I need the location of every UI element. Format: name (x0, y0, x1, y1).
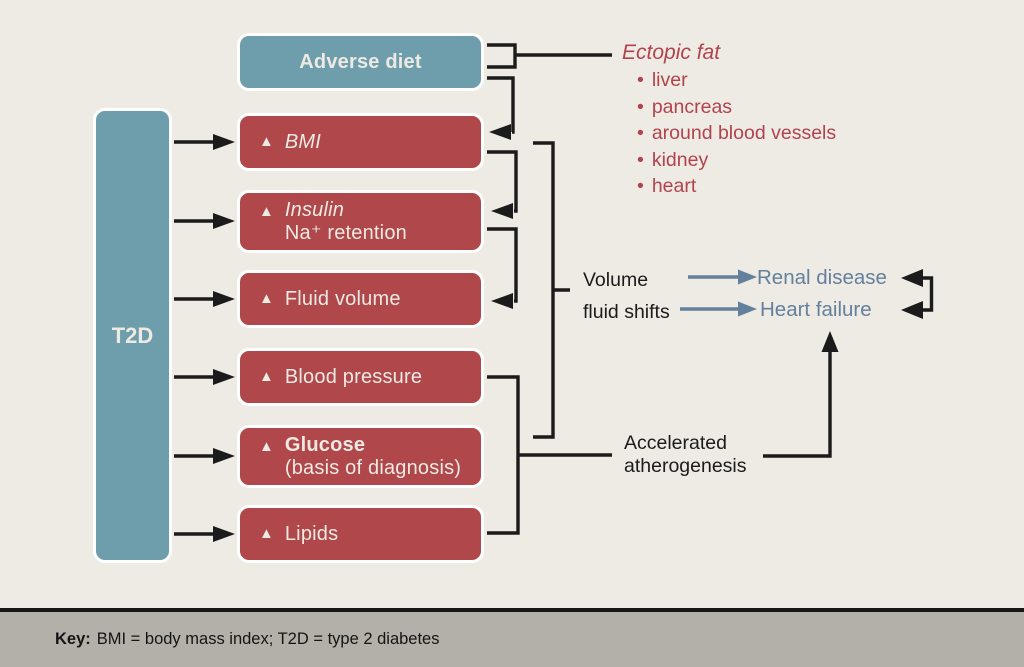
feedback-renal-arrowhead (901, 269, 923, 287)
lipids-label: Lipids (284, 522, 339, 545)
atherogenesis-bracket (487, 375, 612, 535)
bmi-to-insulin-line (487, 150, 518, 213)
increase-icon: ▲ (259, 438, 274, 455)
bullet-icon: • (637, 69, 644, 91)
t2d-to-fluid-arrowhead (213, 291, 235, 307)
insulin-to-fluid-line (487, 227, 518, 303)
insulin-label: Insulin (284, 198, 345, 221)
into-fluid-arrowhead (491, 293, 513, 309)
list-item: •pancreas (637, 95, 733, 118)
adverse-diet-to-bmi-line (487, 76, 515, 134)
t2d-to-glucose-arrowhead (213, 448, 235, 464)
insulin-box: ▲ Insulin Na⁺ retention (237, 190, 484, 253)
list-item: •heart (637, 175, 697, 197)
fluid-volume-box: ▲ Fluid volume (237, 270, 484, 328)
volume-bracket (533, 141, 570, 439)
increase-icon: ▲ (259, 289, 274, 307)
feedback-heart-arrowhead (901, 301, 923, 319)
into-insulin-arrowhead (491, 203, 513, 219)
key-bar: Key: BMI = body mass index; T2D = type 2… (0, 608, 1024, 667)
t2d-box: T2D (93, 108, 172, 563)
to-heart-failure-up-arrowhead (821, 331, 839, 352)
increase-icon: ▲ (259, 367, 274, 385)
key-text: BMI = body mass index; T2D = type 2 diab… (96, 630, 440, 648)
bullet-icon: • (637, 95, 644, 118)
t2d-to-lipids-arrowhead (213, 526, 235, 542)
t2d-label: T2D (111, 322, 154, 348)
bullet-icon: • (637, 122, 644, 144)
volume-to-heart-arrowhead (738, 301, 757, 317)
increase-icon: ▲ (259, 132, 274, 150)
blue-arrowheads (738, 269, 757, 317)
bmi-box: ▲ BMI (237, 113, 484, 171)
t2d-to-insulin-arrowhead (213, 213, 235, 229)
renal-disease-label: Renal disease (757, 266, 887, 289)
renal-heart-feedback-line (921, 276, 934, 312)
accelerated-atherogenesis-label: Accelerated atherogenesis (624, 432, 747, 477)
bullet-icon: • (637, 148, 644, 171)
increase-icon: ▲ (259, 524, 274, 542)
list-item: •around blood vessels (637, 122, 837, 144)
t2d-to-bp-arrowhead (213, 369, 235, 385)
bmi-label: BMI (284, 130, 322, 153)
glucose-box: ▲ Glucose (basis of diagnosis) (237, 425, 484, 488)
lipids-box: ▲ Lipids (237, 505, 484, 563)
atherogenesis-to-heart-failure-line (763, 350, 832, 458)
into-bmi-arrowhead (489, 124, 511, 140)
adverse-diet-to-ectopic-fat-line (487, 43, 612, 69)
blue-lines (680, 275, 739, 311)
blood-pressure-box: ▲ Blood pressure (237, 348, 484, 406)
bullet-icon: • (637, 175, 644, 197)
volume-to-renal-arrowhead (738, 269, 757, 285)
blood-pressure-label: Blood pressure (284, 365, 423, 388)
na-retention-label: Na⁺ retention (284, 221, 407, 244)
heart-failure-label: Heart failure (760, 298, 872, 321)
ectopic-fat-list: •liver •pancreas •around blood vessels •… (637, 67, 836, 200)
volume-fluid-shifts-label: Volume fluid shifts (583, 269, 670, 323)
increase-icon: ▲ (259, 203, 274, 220)
glucose-sub-label: (basis of diagnosis) (284, 456, 462, 479)
t2d-to-bmi-arrowhead (213, 134, 235, 150)
fluid-volume-label: Fluid volume (284, 287, 401, 310)
ectopic-fat-title: Ectopic fat (622, 41, 721, 64)
list-item: •kidney (637, 148, 709, 171)
adverse-diet-box: Adverse diet (237, 33, 484, 91)
glucose-label: Glucose (284, 433, 366, 456)
list-item: •liver (637, 69, 688, 91)
key-label: Key: (55, 630, 91, 648)
adverse-diet-label: Adverse diet (299, 50, 422, 73)
